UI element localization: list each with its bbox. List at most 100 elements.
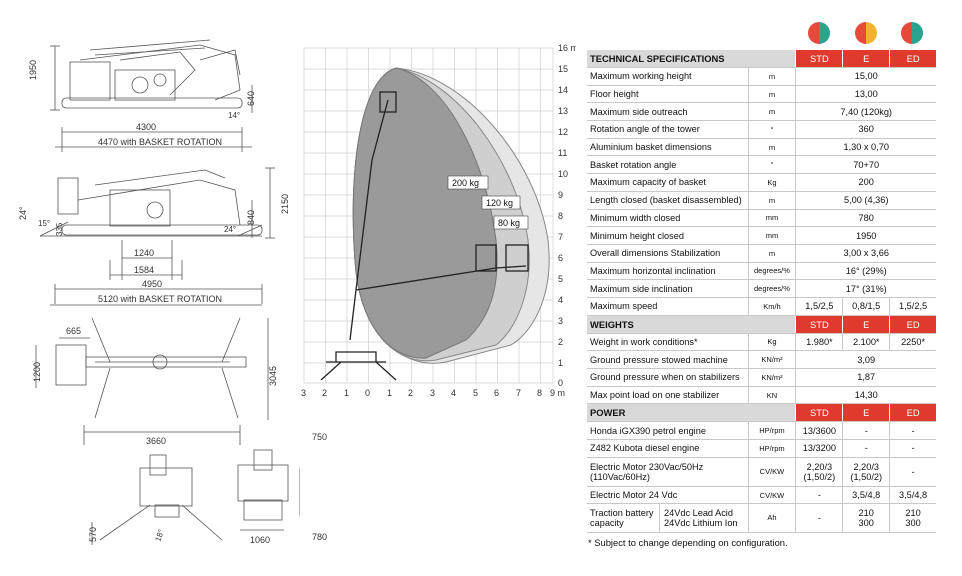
row-std: 1,5/2,5 xyxy=(795,297,843,316)
row-unit: m xyxy=(747,67,796,86)
row-unit: degrees/% xyxy=(747,262,796,281)
row-label: Maximum working height xyxy=(587,67,748,86)
dim-1584: 1584 xyxy=(134,265,154,275)
row-unit: HP/rpm xyxy=(747,439,796,458)
row-label: Maximum side inclination xyxy=(587,279,748,298)
x-tick: 0 xyxy=(365,388,370,398)
y-tick: 15 xyxy=(558,64,568,74)
dim-750: 750 xyxy=(312,432,328,442)
y-tick: 12 xyxy=(558,127,568,137)
row-ed: 3,5/4,8 xyxy=(889,486,936,505)
power-header: POWER xyxy=(587,403,796,423)
point-load-row: Max point load on one stabilizer KN 14,3… xyxy=(587,386,936,405)
dim-4470: 4470 with BASKET ROTATION xyxy=(98,137,222,147)
row-unit: HP/rpm xyxy=(747,421,796,441)
y-tick: 10 xyxy=(558,169,568,179)
row-e: 2,20/3(1,50/2) xyxy=(842,457,890,487)
row-label: Electric Motor 24 Vdc xyxy=(587,486,748,505)
spec-table: TECHNICAL SPECIFICATIONS STD E ED Maximu… xyxy=(587,50,936,534)
std-version-icon xyxy=(808,22,830,44)
col-std: STD xyxy=(795,315,843,334)
y-tick: 14 xyxy=(558,85,568,95)
row-label: Minimum width closed xyxy=(587,209,748,228)
row-label: Honda iGX390 petrol engine xyxy=(587,421,748,441)
dim-15: 15° xyxy=(38,219,50,228)
weight-row: Weight in work conditions* Kg 1.980* 2.1… xyxy=(587,333,936,352)
row-label: Maximum horizontal inclination xyxy=(587,262,748,281)
row-unit: Km/h xyxy=(747,297,796,316)
row-value: 14,30 xyxy=(795,386,936,405)
row-std: 2,20/3(1,50/2) xyxy=(795,457,843,487)
x-tick: 2 xyxy=(322,388,327,398)
row-e: 3,5/4,8 xyxy=(842,486,890,505)
y-tick: 1 xyxy=(558,358,563,368)
row-label: Max point load on one stabilizer xyxy=(587,386,748,405)
ed-line2: 300 xyxy=(905,518,921,529)
row-unit: Kg xyxy=(747,333,796,352)
row-label: Basket rotation angle xyxy=(587,155,748,175)
row-ed: 2250* xyxy=(889,333,936,352)
front-view xyxy=(99,454,223,541)
x-tick: 6 xyxy=(494,388,499,398)
load-120kg-label: 120 kg xyxy=(486,198,513,208)
row-value: 16° (29%) xyxy=(795,262,936,281)
load-200kg-label: 200 kg xyxy=(452,178,479,188)
row-unit: ° xyxy=(747,120,796,139)
col-std: STD xyxy=(795,403,843,423)
dim-640: 640 xyxy=(246,91,256,106)
row-value: 70+70 xyxy=(795,155,936,175)
ed-line1: 210 xyxy=(905,508,921,519)
row-ed: - xyxy=(889,457,936,487)
row-std: 1.980* xyxy=(795,333,843,352)
row-value: 15,00 xyxy=(795,67,936,86)
pressure-stabilizers-row: Ground pressure when on stabilizers KN/m… xyxy=(587,368,936,387)
col-e: E xyxy=(842,50,890,68)
working-range-diagram: 200 kg 120 kg 80 kg 16 m 15 14 13 12 11 … xyxy=(301,43,576,398)
ed-version-icon xyxy=(901,22,923,44)
dim-1240: 1240 xyxy=(134,248,154,258)
row-label: Minimum height closed xyxy=(587,226,748,245)
row-label: Overall dimensions Stabilization xyxy=(587,244,748,263)
motor230-row: Electric Motor 230Vac/50Hz(110Vac/60Hz) … xyxy=(587,457,936,487)
dim-3660: 3660 xyxy=(146,436,166,446)
row-e: 0,8/1,5 xyxy=(842,297,890,316)
y-tick: 0 xyxy=(558,378,563,388)
row-label: Ground pressure stowed machine xyxy=(587,350,748,369)
col-ed: ED xyxy=(889,403,936,423)
weights-header: WEIGHTS xyxy=(587,315,796,334)
row-unit: m xyxy=(747,244,796,263)
e-line1: 210 xyxy=(858,508,874,519)
weights-header-row: WEIGHTS STD E ED xyxy=(587,315,936,334)
x-tick: 3 xyxy=(430,388,435,398)
x-tick: 1 xyxy=(387,388,392,398)
y-tick: 2 xyxy=(558,337,563,347)
row-e: - xyxy=(842,439,890,458)
row-unit: m xyxy=(747,191,796,210)
load-80kg-label: 80 kg xyxy=(498,218,520,228)
row-value: 1,87 xyxy=(795,368,936,387)
x-tick: 2 xyxy=(408,388,413,398)
battery-type-lithium: 24Vdc Lithium Ion xyxy=(664,518,738,529)
row-value: 7,40 (120kg) xyxy=(795,102,936,122)
row-value: 1,30 x 0,70 xyxy=(795,138,936,157)
row-label: Maximum side outreach xyxy=(587,102,748,122)
row-ed: - xyxy=(889,439,936,458)
row-std: - xyxy=(795,503,843,534)
row-ed: - xyxy=(889,421,936,441)
row-label-line2: (110Vac/60Hz) xyxy=(590,471,650,482)
row-unit: mm xyxy=(747,226,796,245)
footnote: * Subject to change depending on configu… xyxy=(588,537,788,548)
row-unit: m xyxy=(747,138,796,157)
honda-row: Honda iGX390 petrol engine HP/rpm 13/360… xyxy=(587,421,936,441)
y-tick: 9 xyxy=(558,190,563,200)
row-ed: 1,5/2,5 xyxy=(889,297,936,316)
dim-780: 780 xyxy=(312,532,328,542)
dim-1060: 1060 xyxy=(250,535,270,545)
